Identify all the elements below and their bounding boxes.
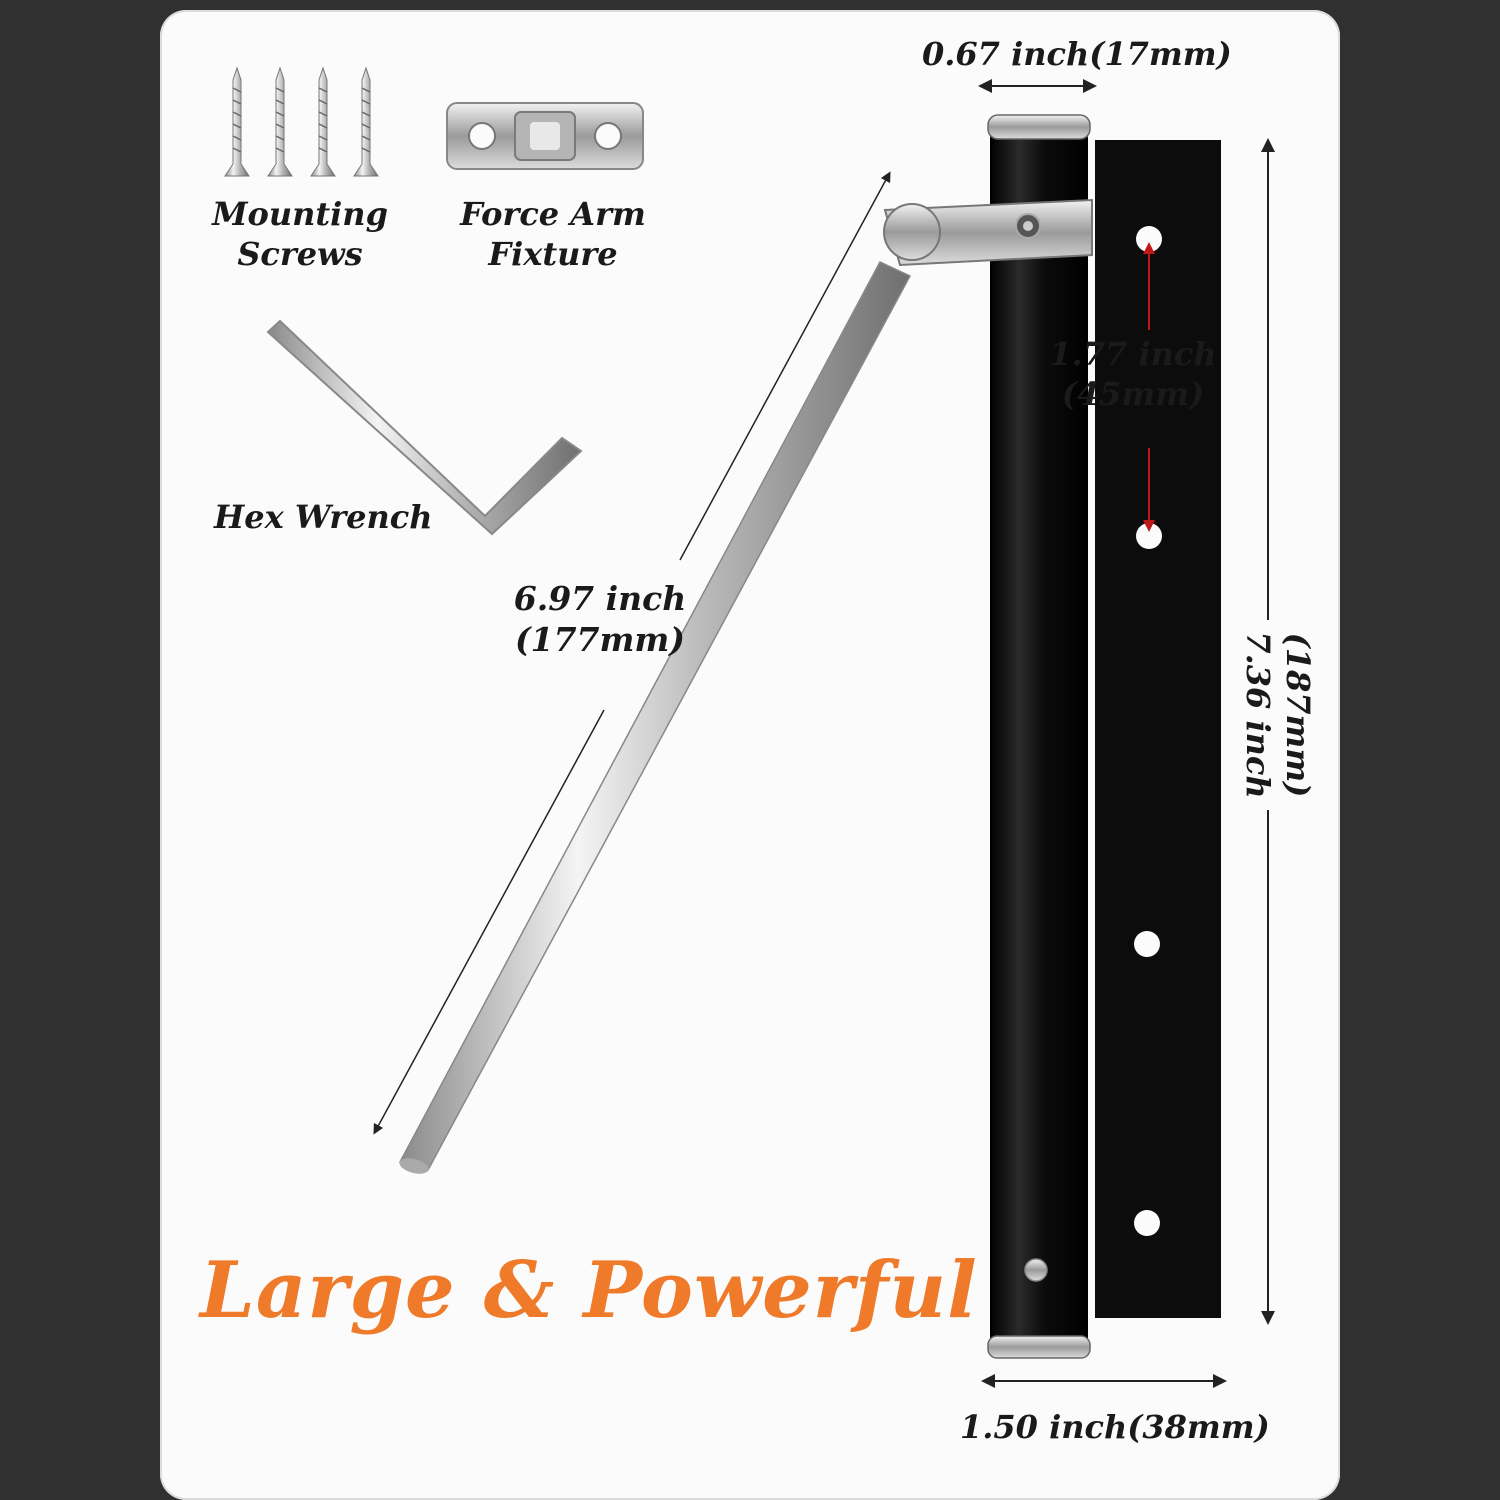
mounting-screws-label: Mounting Screws xyxy=(210,194,390,274)
mounting-hole xyxy=(1134,931,1160,957)
force-arm-fixture-label-line1: Force Arm xyxy=(460,195,646,233)
height-label-line1: 7.36 inch xyxy=(1239,631,1277,799)
mounting-hole xyxy=(1136,523,1162,549)
force-arm-fixture-icon xyxy=(446,102,644,170)
bottom-width-label: 1.50 inch(38mm) xyxy=(960,1408,1270,1446)
hex-wrench-icon xyxy=(266,319,583,536)
arm-length-label-line2: (177mm) xyxy=(515,620,685,660)
hex-wrench-label: Hex Wrench xyxy=(214,498,433,536)
mounting-screws-label-line2: Screws xyxy=(237,235,363,273)
hole-spacing-label-line2: (45mm) xyxy=(1061,375,1205,413)
headline: Large & Powerful xyxy=(200,1245,978,1336)
door-closer-body xyxy=(987,114,1091,1359)
force-arm xyxy=(398,198,1093,1174)
arm-length-label-line1: 6.97 inch xyxy=(513,579,687,618)
height-label-line2: (187mm) xyxy=(1279,632,1317,798)
hole-spacing-label: 1.77 inch (45mm) xyxy=(1048,334,1218,414)
mounting-hole xyxy=(1136,226,1162,252)
hole-spacing-label-line1: 1.77 inch xyxy=(1049,335,1217,373)
height-label: (187mm) 7.36 inch xyxy=(1238,625,1318,805)
dimension-lines xyxy=(373,79,1275,1388)
mounting-screws-icon xyxy=(224,66,379,177)
arm-length-label: 6.97 inch (177mm) xyxy=(510,578,690,661)
mounting-hole xyxy=(1134,1210,1160,1236)
force-arm-fixture-label-line2: Fixture xyxy=(488,235,618,273)
force-arm-fixture-label: Force Arm Fixture xyxy=(448,194,658,274)
top-width-label: 0.67 inch(17mm) xyxy=(922,35,1232,73)
mounting-plate xyxy=(1095,140,1221,1318)
mounting-screws-label-line1: Mounting xyxy=(212,195,388,233)
